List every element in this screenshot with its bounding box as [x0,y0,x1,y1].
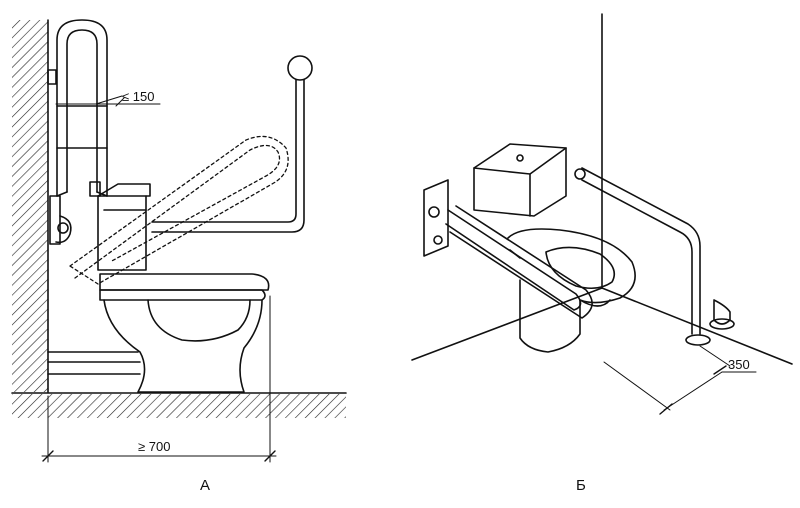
floor-hatch [12,394,346,418]
panel-a-caption: А [200,477,210,494]
cistern [97,195,147,271]
panel-b-caption: Б [576,477,586,494]
rail-ball [287,55,313,81]
toilet-seat [99,273,270,291]
l-rail [581,167,701,335]
toilet-bowl-b [507,228,636,353]
folding-grab-bar [445,209,582,311]
wall-hatch [12,20,48,392]
panel-b-drawing [411,13,793,415]
dim-350: 350 [728,357,750,372]
cistern-b [473,143,567,217]
fixed-wall-rail [151,79,297,223]
panel-a-drawing [11,19,347,463]
dim-le-150: ≤ 150 [122,89,154,104]
dim-ge-700: ≥ 700 [138,439,170,454]
toilet-bowl [103,299,263,393]
folding-rail-raised [56,19,108,197]
